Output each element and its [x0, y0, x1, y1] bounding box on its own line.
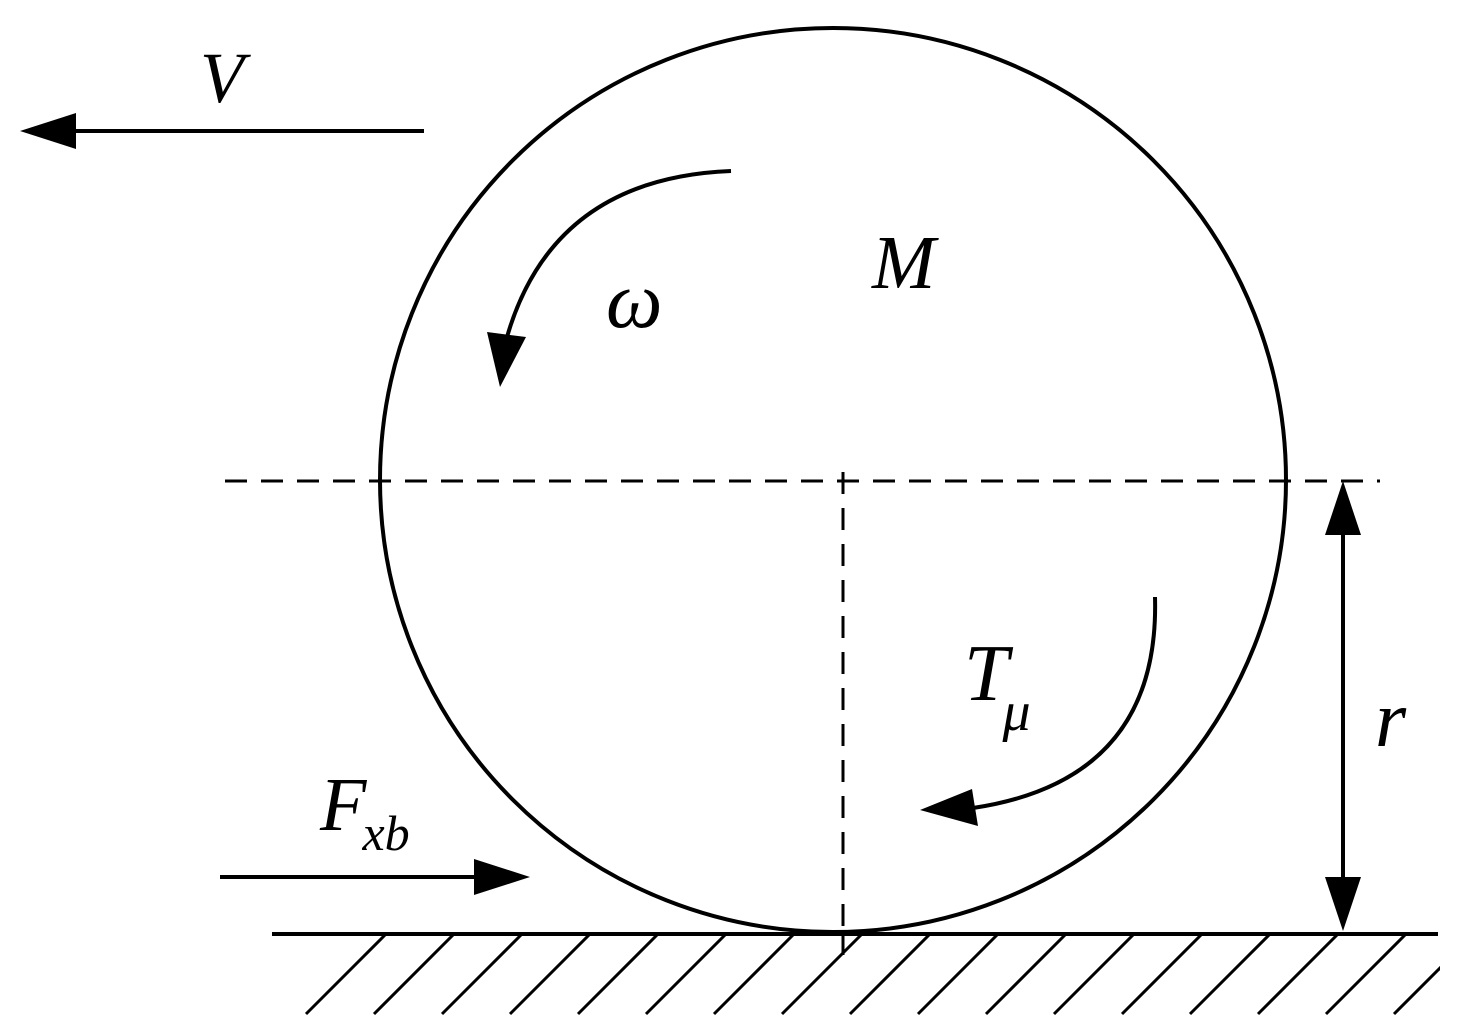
braking-force-arrow: [220, 859, 530, 895]
braking-force-symbol: F: [319, 763, 368, 847]
ground-hatching: [304, 934, 1440, 1016]
velocity-label: V: [200, 38, 251, 118]
braking-torque-subscript: μ: [1002, 681, 1031, 743]
angular-velocity-arrow: [487, 169, 732, 387]
radius-dimension-arrow: [1325, 481, 1361, 931]
velocity-arrow: [20, 113, 424, 149]
braking-torque-label: Tμ: [964, 630, 1031, 743]
mass-label: M: [871, 221, 939, 305]
braking-force-subscript: xb: [361, 805, 409, 861]
braking-torque-symbol: T: [964, 630, 1014, 718]
angular-velocity-label: ω: [606, 257, 662, 345]
braking-torque-arrow: [920, 596, 1158, 826]
braking-force-label: Fxb: [319, 763, 410, 861]
radius-label: r: [1375, 676, 1407, 764]
